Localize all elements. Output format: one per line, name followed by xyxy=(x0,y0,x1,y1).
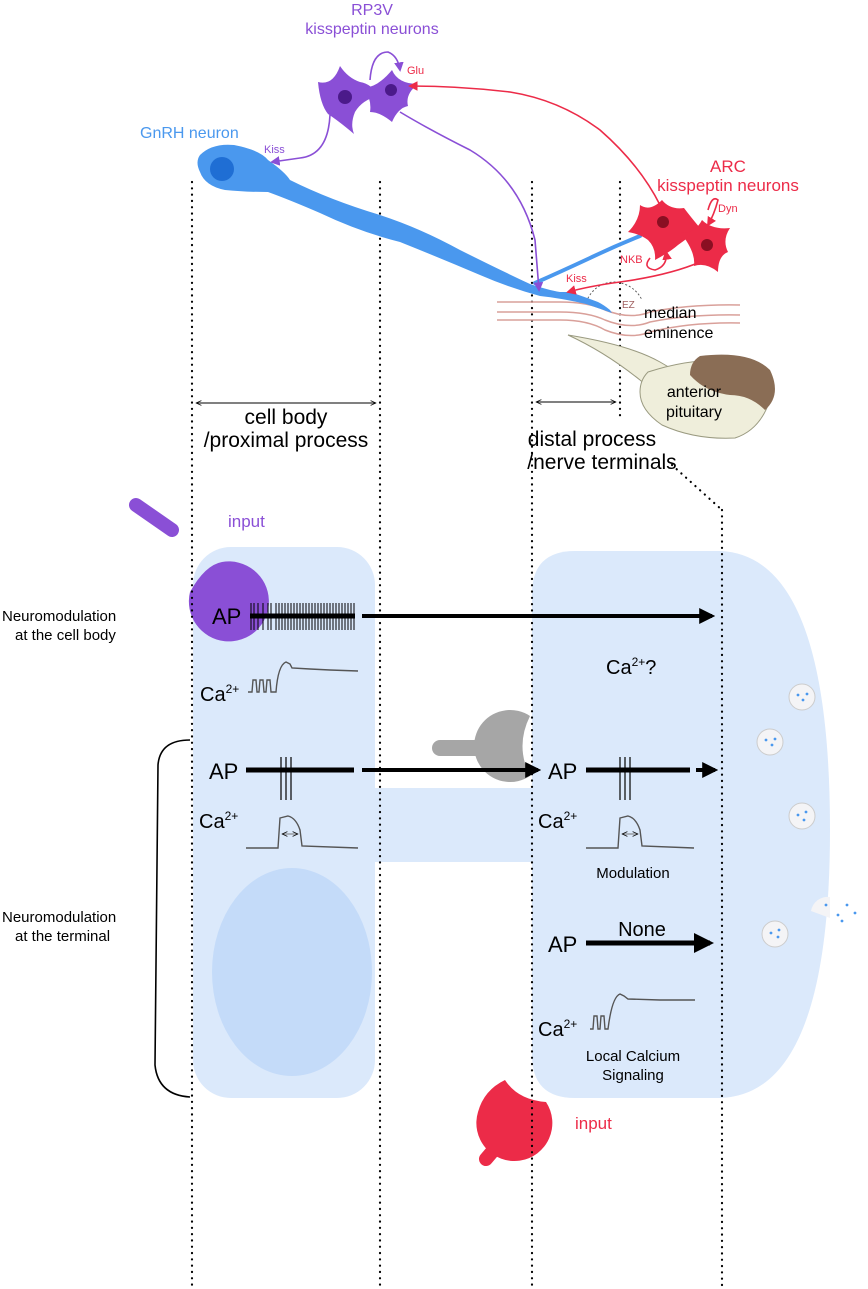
ca-trace-terminal xyxy=(586,815,695,849)
ca-trace-cell-body xyxy=(248,661,359,693)
ap-label-4: AP xyxy=(548,932,577,957)
rp3v-label-2: kisspeptin neurons xyxy=(305,21,438,38)
section-label-cell-body-1: Neuromodulation xyxy=(2,608,116,625)
kiss-rp3v-label: Kiss xyxy=(264,144,285,156)
median-eminence-label-2: eminence xyxy=(644,325,713,342)
dotted-guides xyxy=(190,180,724,1287)
input-label-soma: input xyxy=(228,512,265,531)
none-label: None xyxy=(618,919,666,941)
vesicles xyxy=(756,683,857,948)
local-calcium-label-2: Signaling xyxy=(602,1067,664,1084)
input-synapse-terminal xyxy=(476,1080,553,1166)
arc-to-rp3v-glu-arrow xyxy=(408,81,661,206)
modulation-label: Modulation xyxy=(596,865,669,882)
arc-kisspeptin-neurons xyxy=(628,200,730,272)
median-eminence-label-1: median xyxy=(644,305,696,322)
ap-label-2: AP xyxy=(209,759,238,784)
ap-row-terminal-soma xyxy=(246,757,542,800)
gnrh-neuron-label: GnRH neuron xyxy=(140,125,239,142)
section-label-cell-body-2: at the cell body xyxy=(15,627,116,644)
arc-nkb-loop-arrow xyxy=(646,250,672,271)
dyn-label: Dyn xyxy=(718,203,738,215)
input-synapse-soma xyxy=(129,498,269,642)
terminal-section-bracket xyxy=(154,739,191,1098)
ca-label-1: Ca2+ xyxy=(200,682,239,706)
posterior-pituitary-lobe xyxy=(690,354,775,410)
terminal-compartment xyxy=(532,551,830,1098)
section-label-terminal-2: at the terminal xyxy=(15,928,110,945)
pituitary-label-2: pituitary xyxy=(666,404,722,421)
distal-label-1: distal process xyxy=(528,428,656,451)
local-calcium-label-1: Local Calcium xyxy=(586,1048,680,1065)
ap-label-3: AP xyxy=(548,759,577,784)
ez-label: EZ xyxy=(622,300,635,311)
ap-row-terminal xyxy=(586,757,719,800)
ca-trace-local xyxy=(590,993,695,1030)
section-label-terminal-1: Neuromodulation xyxy=(2,909,116,926)
median-eminence xyxy=(497,301,741,337)
ca-trace-terminal-soma xyxy=(246,815,359,849)
nkb-label: NKB xyxy=(620,254,643,266)
ca-label-3: Ca2+ xyxy=(538,809,577,833)
ca-question-label: Ca2+? xyxy=(606,655,656,679)
input-label-terminal: input xyxy=(575,1114,612,1133)
axon-connector xyxy=(370,788,540,862)
cell-body-label-1: cell body xyxy=(245,406,328,429)
ap-row-cell-body xyxy=(250,603,716,630)
arc-dyn-loop-arrow xyxy=(707,197,719,227)
cell-body-label-2: /proximal process xyxy=(204,429,369,452)
arc-to-terminal-kiss-arrow xyxy=(566,261,701,295)
rp3v-kisspeptin-neurons xyxy=(318,66,418,134)
pituitary-label-1: anterior xyxy=(667,384,722,401)
rp3v-self-loop-arrow xyxy=(369,51,404,81)
nucleus xyxy=(212,868,372,1076)
arc-label-2: kisspeptin neurons xyxy=(657,176,799,195)
kiss-arc-label: Kiss xyxy=(566,273,587,285)
cell-diagram: input input Neuromodulation at the cell … xyxy=(2,180,857,1287)
ap-label-1: AP xyxy=(212,604,241,629)
rp3v-to-gnrh-kiss-arrow xyxy=(270,114,331,166)
ca-label-2: Ca2+ xyxy=(199,809,238,833)
arc-label-1: ARC xyxy=(710,157,746,176)
portal-vessel-zone xyxy=(585,281,643,303)
anatomy-panel: RP3V kisspeptin neurons GnRH neuron ARC … xyxy=(140,2,799,474)
distal-label-2: /nerve terminals xyxy=(527,451,676,474)
gnrh-neuron xyxy=(197,144,642,313)
axo-axonic-synapse xyxy=(432,710,530,783)
glu-label: Glu xyxy=(407,65,424,77)
rp3v-label-1: RP3V xyxy=(351,2,393,19)
ca-label-4: Ca2+ xyxy=(538,1017,577,1041)
rp3v-to-terminal-kiss-arrow xyxy=(399,111,544,292)
